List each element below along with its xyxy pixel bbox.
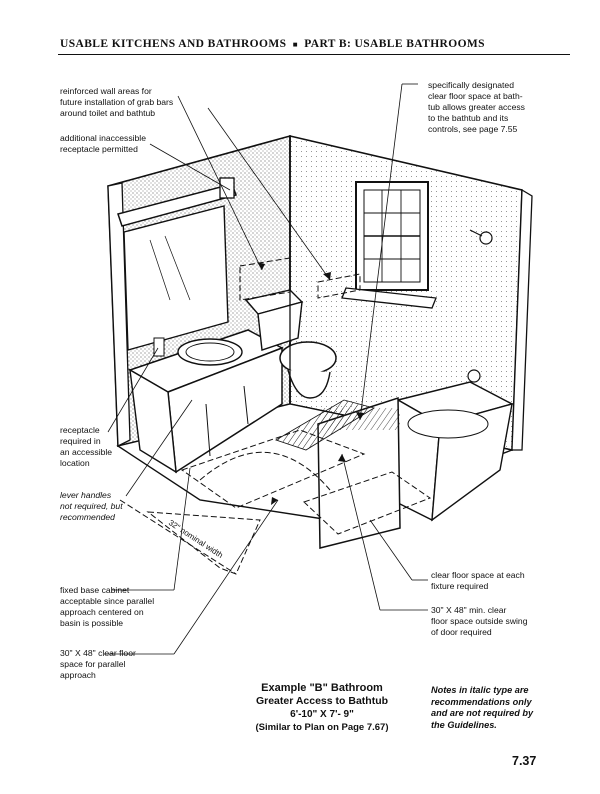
header-right: PART B: USABLE BATHROOMS [304, 38, 485, 50]
header-rule [58, 54, 570, 55]
clear-floor-dashed-areas [119, 257, 432, 575]
running-header: USABLE KITCHENS AND BATHROOMS ■ PART B: … [60, 38, 485, 50]
caption-reference: (Similar to Plan on Page 7.67) [255, 722, 389, 733]
note-clear-floor-parallel: 30" X 48" clear floor space for parallel… [60, 648, 136, 680]
header-separator: ■ [292, 40, 298, 49]
window [341, 181, 437, 309]
note-door-swing: 30" X 48" min. clear floor space outside… [431, 605, 528, 637]
page-number: 7.37 [512, 754, 537, 768]
caption-title: Example "B" Bathroom [261, 682, 383, 694]
note-bathtub-space: specifically designated clear floor spac… [428, 80, 525, 134]
leader-arrowheads [257, 262, 364, 505]
note-lever-handles: lever handles not required, but recommen… [60, 490, 123, 522]
note-receptacle-permitted: additional inaccessible receptacle permi… [60, 133, 146, 154]
note-grab-bars: reinforced wall areas for future install… [60, 86, 174, 118]
caption-dimensions: 6'-10" X 7'- 9" [290, 709, 354, 720]
figure-caption: Example "B" Bathroom Greater Access to B… [222, 682, 422, 734]
italic-footnote: Notes in italic type are recommendations… [431, 685, 534, 730]
vanity-cabinet [128, 329, 284, 474]
floor-hatch [275, 399, 375, 451]
toilet [244, 289, 337, 399]
mirror-and-light [117, 177, 237, 351]
leader-lines [104, 83, 428, 655]
note-receptacle-required: receptacle required in an accessible loc… [60, 425, 113, 468]
note-each-fixture: clear floor space at each fixture requir… [431, 570, 525, 591]
bathtub [391, 229, 515, 522]
caption-subtitle: Greater Access to Bathtub [255, 695, 389, 707]
dimension-label: 32" nominal width [167, 518, 225, 560]
header-left: USABLE KITCHENS AND BATHROOMS [60, 38, 287, 50]
